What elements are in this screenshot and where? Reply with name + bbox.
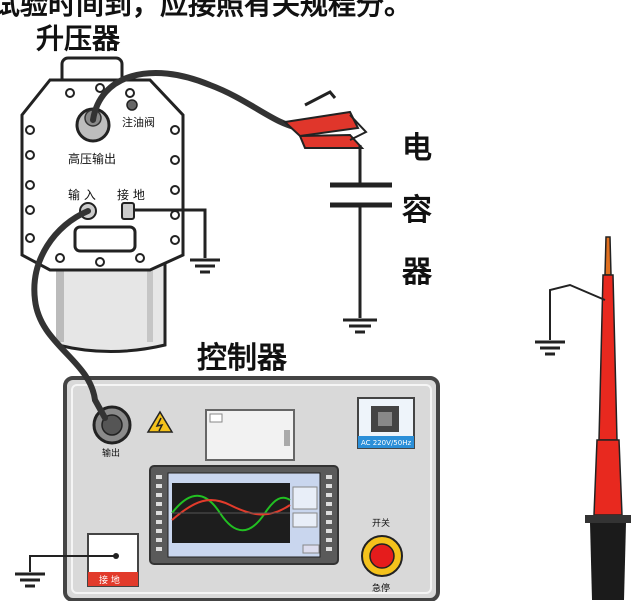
high-voltage-warning-icon (146, 410, 174, 433)
hv-output-label: 高压输出 (68, 151, 116, 166)
capacitor-label-1: 电 (402, 131, 432, 166)
ground-terminal[interactable] (121, 202, 135, 220)
ground-symbol-capacitor (343, 318, 377, 334)
transformer-top-plate (20, 78, 185, 272)
discharge-rod (585, 236, 631, 600)
transformer: 升压器 高压输出 注油阀 输 (20, 22, 185, 353)
ground-symbol-controller (15, 572, 45, 588)
transformer-title: 升压器 (36, 22, 121, 55)
oil-valve-label: 注油阀 (122, 115, 155, 129)
capacitor (330, 145, 392, 318)
ground-symbol-transformer (190, 258, 220, 274)
transformer-body (56, 248, 167, 353)
emergency-stop-button[interactable] (361, 535, 403, 577)
power-label: AC 220V/50Hz (361, 439, 411, 447)
alligator-clamp-icon (282, 90, 368, 149)
estop-label: 急停 (372, 582, 390, 594)
capacitor-label-3: 器 (401, 255, 433, 290)
ground-symbol-rod (535, 340, 565, 356)
ground-label: 接 地 (117, 187, 145, 202)
hv-cable (90, 69, 303, 131)
header-text: 试验时间到，应接照有关规程分。 (0, 0, 412, 21)
capacitor-label-2: 容 (402, 193, 432, 228)
ground-button[interactable]: 接 地 (87, 533, 139, 587)
input-label: 输 入 (68, 187, 96, 202)
controller-title: 控制器 (197, 341, 288, 376)
input-cable (31, 208, 108, 421)
oil-valve-icon[interactable] (126, 99, 138, 111)
output-label: 输出 (102, 447, 120, 459)
touch-screen[interactable] (149, 465, 339, 565)
printer (205, 409, 295, 461)
power-socket[interactable]: AC 220V/50Hz (357, 397, 415, 449)
ground-button-label: 接 地 (99, 574, 120, 586)
switch-label: 开关 (372, 517, 390, 529)
